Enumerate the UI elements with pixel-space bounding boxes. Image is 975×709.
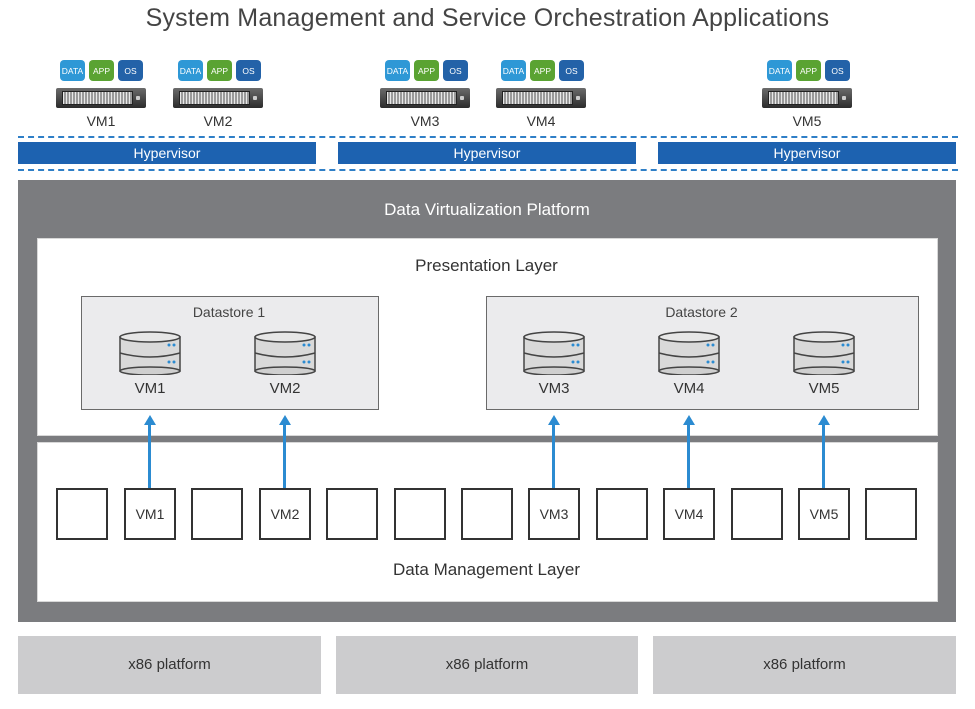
storage-block — [865, 488, 917, 540]
arrow-up-icon — [547, 415, 560, 425]
storage-block-vm1: VM1 — [124, 488, 176, 540]
app-tag: APP — [530, 60, 555, 81]
storage-block-vm2: VM2 — [259, 488, 311, 540]
data-tag: DATA — [385, 60, 410, 81]
storage-block — [461, 488, 513, 540]
x86-platform: x86 platform — [336, 636, 638, 694]
data-tag: DATA — [767, 60, 792, 81]
storage-block — [596, 488, 648, 540]
os-tag: OS — [236, 60, 261, 81]
vm-tag-row: DATA APP OS — [178, 60, 261, 81]
dashed-divider — [18, 169, 958, 171]
platform-label: Data Virtualization Platform — [384, 200, 590, 219]
datastore-label: Datastore 1 — [192, 304, 266, 320]
data-tag: DATA — [178, 60, 203, 81]
arrow-line — [822, 424, 825, 488]
top-vm-label: VM4 — [526, 113, 556, 129]
arrow-up-icon — [143, 415, 156, 425]
os-tag: OS — [443, 60, 468, 81]
data-tag: DATA — [60, 60, 85, 81]
arrow-up-icon — [817, 415, 830, 425]
arrow-line — [283, 424, 286, 488]
storage-block-vm4: VM4 — [663, 488, 715, 540]
os-tag: OS — [118, 60, 143, 81]
database-icon — [658, 331, 720, 375]
hypervisor-bar: Hypervisor — [658, 142, 956, 164]
server-icon — [762, 88, 852, 108]
server-icon — [380, 88, 470, 108]
os-tag: OS — [559, 60, 584, 81]
server-icon — [56, 88, 146, 108]
arrow-line — [148, 424, 151, 488]
datastore-vm-label: VM2 — [269, 380, 301, 397]
datastore-vm-label: VM1 — [134, 380, 166, 397]
hypervisor-bar: Hypervisor — [338, 142, 636, 164]
datastore-vm-label: VM5 — [808, 380, 840, 397]
x86-platform: x86 platform — [653, 636, 956, 694]
database-icon — [119, 331, 181, 375]
datastore-vm-label: VM4 — [673, 380, 705, 397]
arrow-up-icon — [682, 415, 695, 425]
datastore-vm-label: VM3 — [538, 380, 570, 397]
app-tag: APP — [796, 60, 821, 81]
app-tag: APP — [207, 60, 232, 81]
storage-block — [394, 488, 446, 540]
storage-block — [56, 488, 108, 540]
arrow-line — [552, 424, 555, 488]
dashed-divider — [18, 136, 958, 138]
diagram-title: System Management and Service Orchestrat… — [145, 4, 830, 32]
database-icon — [254, 331, 316, 375]
data-tag: DATA — [501, 60, 526, 81]
data-management-layer-label: Data Management Layer — [392, 560, 581, 579]
database-icon — [523, 331, 585, 375]
top-vm-label: VM5 — [792, 113, 822, 129]
hypervisor-bar: Hypervisor — [18, 142, 316, 164]
arrow-up-icon — [278, 415, 291, 425]
storage-block — [731, 488, 783, 540]
vm-tag-row: DATA APP OS — [385, 60, 468, 81]
os-tag: OS — [825, 60, 850, 81]
database-icon — [793, 331, 855, 375]
x86-platform: x86 platform — [18, 636, 321, 694]
top-vm-label: VM2 — [203, 113, 233, 129]
datastore-label: Datastore 2 — [665, 304, 738, 320]
presentation-layer-label: Presentation Layer — [415, 256, 558, 275]
arrow-line — [687, 424, 690, 488]
app-tag: APP — [89, 60, 114, 81]
vm-tag-row: DATA APP OS — [767, 60, 850, 81]
vm-tag-row: DATA APP OS — [60, 60, 143, 81]
storage-block-vm3: VM3 — [528, 488, 580, 540]
app-tag: APP — [414, 60, 439, 81]
top-vm-label: VM3 — [410, 113, 440, 129]
storage-block — [326, 488, 378, 540]
storage-block-vm5: VM5 — [798, 488, 850, 540]
top-vm-label: VM1 — [86, 113, 116, 129]
vm-tag-row: DATA APP OS — [501, 60, 584, 81]
server-icon — [496, 88, 586, 108]
storage-block — [191, 488, 243, 540]
server-icon — [173, 88, 263, 108]
